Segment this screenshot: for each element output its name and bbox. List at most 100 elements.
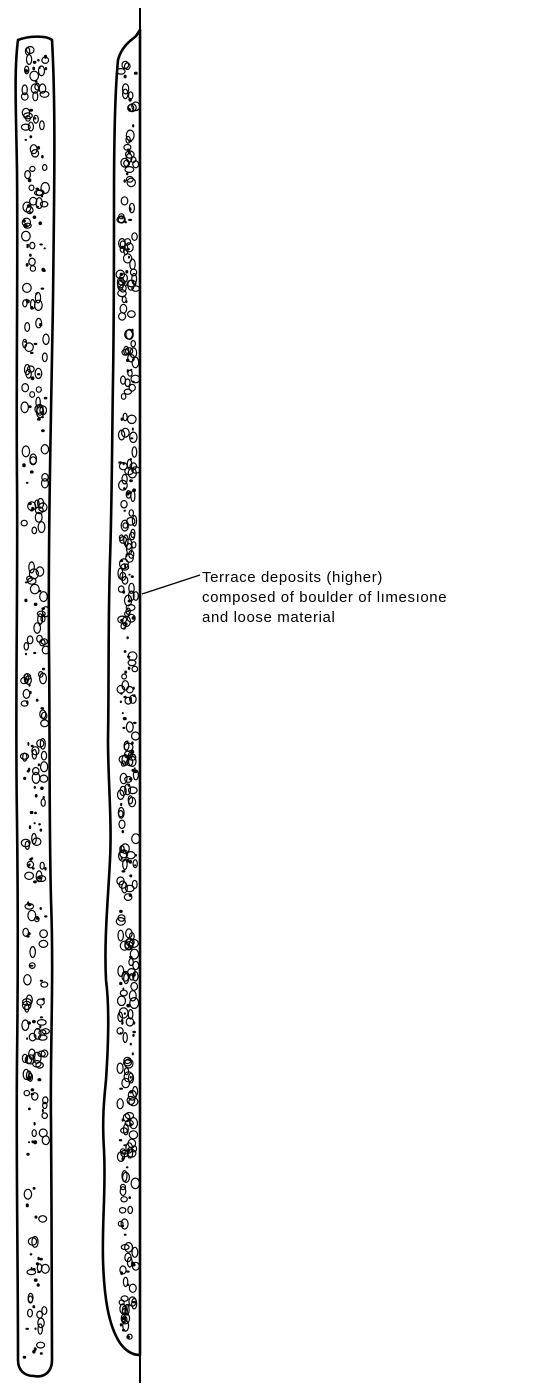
pebble — [39, 1025, 41, 1028]
pebble — [121, 418, 123, 421]
pebble — [129, 697, 132, 701]
pebble — [126, 636, 128, 639]
pebble — [26, 700, 28, 704]
pebble — [121, 856, 123, 860]
pebble — [25, 653, 27, 656]
pebble — [132, 973, 136, 977]
pebble — [28, 178, 32, 182]
pebble — [28, 1141, 30, 1143]
pebble — [132, 1052, 134, 1055]
pebble — [37, 59, 39, 62]
pebble — [26, 246, 28, 248]
pebble — [133, 722, 137, 724]
pebble — [40, 707, 44, 709]
pebble — [122, 1118, 124, 1121]
pebble — [37, 418, 41, 421]
pebble — [43, 269, 46, 272]
pebble — [36, 917, 39, 920]
annotation-line-2: composed of boulder of lımesıone — [202, 589, 447, 607]
pebble — [29, 863, 31, 865]
pebble — [33, 652, 36, 654]
pebble — [41, 155, 44, 158]
pebble — [124, 510, 126, 512]
pebble — [26, 263, 29, 267]
pebble — [131, 329, 133, 333]
pebble — [132, 488, 136, 492]
pebble — [131, 575, 134, 578]
pebble — [129, 1091, 132, 1094]
pebble — [132, 1031, 136, 1034]
pebble — [23, 1356, 27, 1359]
pebble — [123, 717, 127, 720]
pebble — [34, 1328, 36, 1330]
pebble — [127, 149, 130, 151]
pebble — [120, 701, 122, 704]
pebble — [35, 293, 37, 295]
pebble — [40, 1352, 43, 1355]
pebble — [42, 1102, 45, 1104]
pebble — [40, 1006, 42, 1008]
pebble — [37, 1078, 41, 1081]
pebble — [130, 369, 132, 371]
pebble — [128, 219, 132, 221]
pebble — [120, 560, 123, 562]
pebble — [123, 627, 125, 629]
pebble — [134, 767, 136, 769]
pebble — [125, 270, 128, 274]
pebble — [34, 812, 37, 815]
pebble — [129, 479, 133, 482]
pebble — [126, 1004, 130, 1008]
pebble — [41, 429, 45, 432]
pebble — [121, 1225, 124, 1227]
pebble — [128, 1149, 130, 1153]
pebble — [44, 397, 48, 400]
pebble — [24, 599, 27, 603]
pebble — [122, 1157, 124, 1161]
pebble — [120, 803, 122, 806]
pebble — [41, 607, 45, 610]
pebble — [135, 854, 138, 857]
pebble — [30, 352, 34, 354]
pebble — [31, 507, 34, 510]
pebble — [22, 463, 26, 467]
pebble — [29, 109, 33, 112]
pebble — [39, 221, 43, 225]
pebble — [128, 574, 130, 576]
pebble — [132, 1034, 134, 1037]
pebble — [119, 1088, 123, 1090]
pebble — [126, 1166, 129, 1168]
pebble — [129, 860, 132, 864]
pebble — [130, 437, 133, 439]
pebble — [126, 1271, 130, 1273]
pebble — [120, 619, 123, 622]
pebble — [128, 108, 131, 112]
pebble — [132, 428, 134, 431]
pebble — [35, 794, 38, 798]
pebble — [32, 1350, 35, 1354]
pebble — [124, 75, 127, 79]
pebble — [134, 72, 138, 75]
pebble — [126, 284, 128, 286]
pebble — [124, 179, 126, 183]
pebble — [132, 616, 135, 620]
pebble — [130, 1076, 132, 1079]
pebble — [38, 763, 40, 766]
pebble — [30, 1253, 33, 1255]
pebble — [124, 1012, 126, 1015]
pebble — [27, 742, 29, 746]
pebble — [124, 671, 127, 674]
pebble — [28, 1108, 31, 1111]
pebble — [32, 1305, 35, 1308]
pebble — [37, 1283, 40, 1287]
pebble — [123, 696, 126, 699]
pebble — [132, 1301, 136, 1303]
pebble — [36, 699, 39, 702]
pebble — [33, 1268, 36, 1271]
pebble — [35, 1216, 38, 1219]
pebble — [45, 67, 47, 70]
pebble — [127, 369, 129, 373]
pebble — [30, 811, 34, 814]
pebble — [38, 823, 41, 825]
pebble — [119, 982, 122, 986]
pebble — [123, 1144, 127, 1146]
